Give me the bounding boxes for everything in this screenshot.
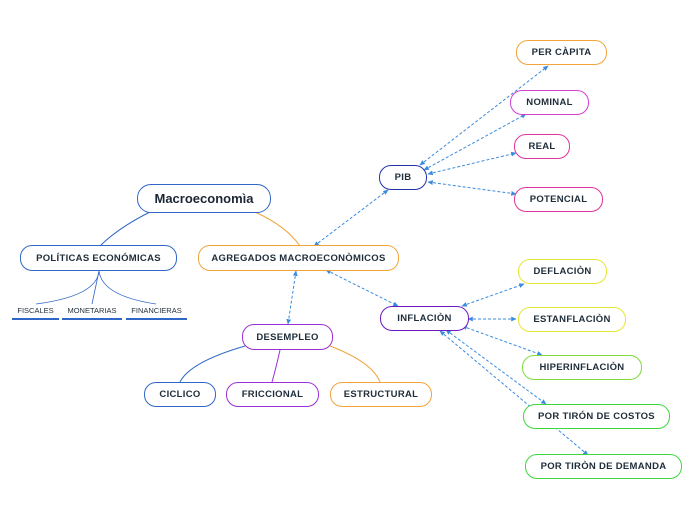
branch-root-aggregates (254, 211, 301, 247)
link-aggregates-inflation (325, 269, 399, 307)
inflation-item-hiperinflacion[interactable]: HIPERINFLACIÒN (522, 355, 642, 380)
policy-item-fiscales[interactable]: FISCALES (12, 306, 59, 320)
pib-item-per-capita[interactable]: PER CÀPITA (516, 40, 607, 65)
unemployment-item-friccional[interactable]: FRICCIONAL (226, 382, 319, 407)
unemployment-node[interactable]: DESEMPLEO (242, 324, 333, 350)
policy-item-monetarias[interactable]: MONETARIAS (62, 306, 122, 320)
unemployment-item-ciclico[interactable]: CICLICO (144, 382, 216, 407)
branch-unemployment-estructural (329, 345, 381, 383)
inflation-item-deflacion[interactable]: DEFLACIÒN (518, 259, 607, 284)
policy-item-financieras[interactable]: FINANCIERAS (126, 306, 187, 320)
branch-root-policies (99, 211, 151, 247)
policies-node[interactable]: POLÍTICAS ECONÓMICAS (20, 245, 177, 271)
root-node[interactable]: Macroeconomìa (137, 184, 271, 213)
pib-item-real[interactable]: REAL (514, 134, 570, 159)
inflation-item-costos[interactable]: POR TIRÓN DE COSTOS (523, 404, 670, 429)
branch-policies-fiscales (35, 270, 100, 305)
link-aggregates-unemployment (286, 270, 298, 325)
link-pib-real (427, 151, 517, 176)
pib-node[interactable]: PIB (379, 165, 427, 190)
link-pib-potencial (427, 180, 517, 196)
link-pib-nominal (423, 113, 527, 171)
inflation-item-demanda[interactable]: POR TIRÒN DE DEMANDA (525, 454, 682, 479)
aggregates-node[interactable]: AGREGADOS MACROECONÒMICOS (198, 245, 399, 271)
inflation-node[interactable]: INFLACIÒN (380, 306, 469, 331)
link-inflation-deflacion (461, 283, 525, 307)
link-aggregates-pib (313, 189, 389, 247)
branch-unemployment-ciclico (179, 345, 246, 383)
link-inflation-demanda (439, 330, 589, 456)
branch-unemployment-friccional (271, 349, 281, 383)
pib-item-nominal[interactable]: NOMINAL (510, 90, 589, 115)
pib-item-potencial[interactable]: POTENCIAL (514, 187, 603, 212)
inflation-item-estanflacion[interactable]: ESTANFLACIÒN (518, 307, 626, 332)
branch-policies-monetarias (91, 270, 100, 305)
unemployment-item-estructural[interactable]: ESTRUCTURAL (330, 382, 432, 407)
branch-policies-financieras (98, 270, 157, 305)
